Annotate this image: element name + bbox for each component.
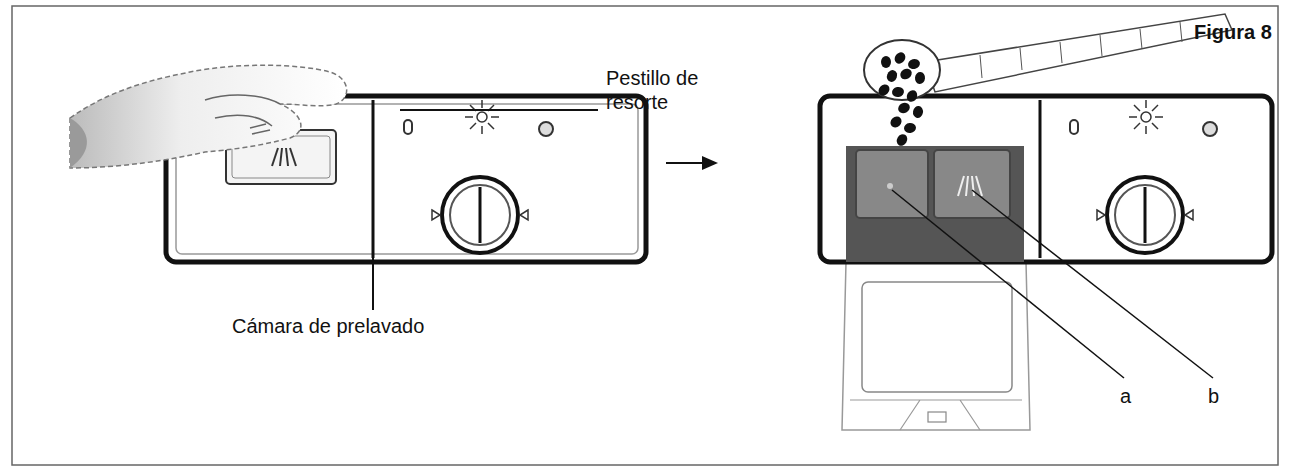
- detergent-bean: [907, 58, 921, 71]
- part-label: Pestillo de resorte: [606, 66, 716, 114]
- figure-title: Figura 8: [1194, 20, 1284, 44]
- detergent-bean: [898, 67, 913, 82]
- callout-letter: a: [1120, 384, 1140, 408]
- detergent-bean: [912, 105, 924, 119]
- detergent-bean: [876, 82, 891, 98]
- detergent-bean: [885, 69, 899, 84]
- detergent-bean: [892, 50, 907, 66]
- detergent-bean: [914, 72, 925, 85]
- detergent-bean: [896, 101, 911, 115]
- callout-letter: b: [1208, 384, 1228, 408]
- detergent-bean: [881, 56, 891, 68]
- detergent-bean: [905, 88, 919, 103]
- detergent-bean: [891, 86, 905, 98]
- part-label: Cámara de prelavado: [232, 314, 522, 338]
- detergent-bean: [904, 122, 917, 133]
- detergent-bean: [888, 114, 904, 129]
- detergent-bean: [895, 132, 910, 147]
